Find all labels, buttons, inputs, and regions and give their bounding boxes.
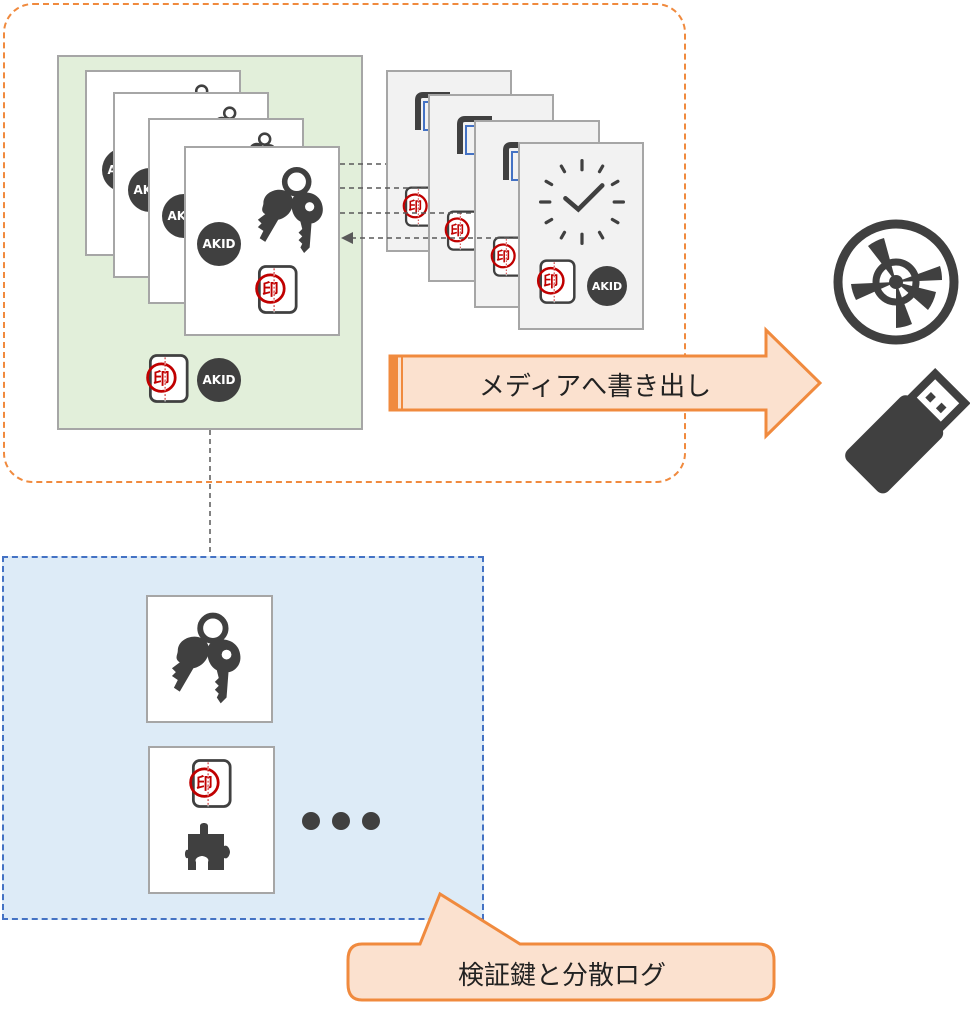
- ellipsis-icon: [302, 812, 402, 832]
- akid-badge: AKID: [587, 266, 627, 306]
- puzzle-piece-icon: [185, 823, 230, 870]
- seal-stamp-icon: [186, 758, 232, 810]
- verification-key-and-log-label: 検証鍵と分散ログ: [457, 960, 666, 991]
- verification-key-card: [146, 595, 273, 723]
- optical-disc-icon: [833, 219, 959, 345]
- key-icon: [170, 611, 248, 705]
- distributed-log-card: [148, 746, 275, 894]
- usb-drive-icon: [845, 367, 970, 494]
- export-group-frame: [3, 3, 686, 483]
- akid-badge: AKID: [197, 358, 241, 402]
- export-arrow-shape: [388, 326, 823, 440]
- timestamp-card-4: [518, 142, 644, 330]
- export-to-media-label: メディアへ書き出し: [478, 371, 712, 402]
- akid-badge: AKID: [197, 222, 241, 266]
- callout-bubble-shape: [346, 891, 776, 1002]
